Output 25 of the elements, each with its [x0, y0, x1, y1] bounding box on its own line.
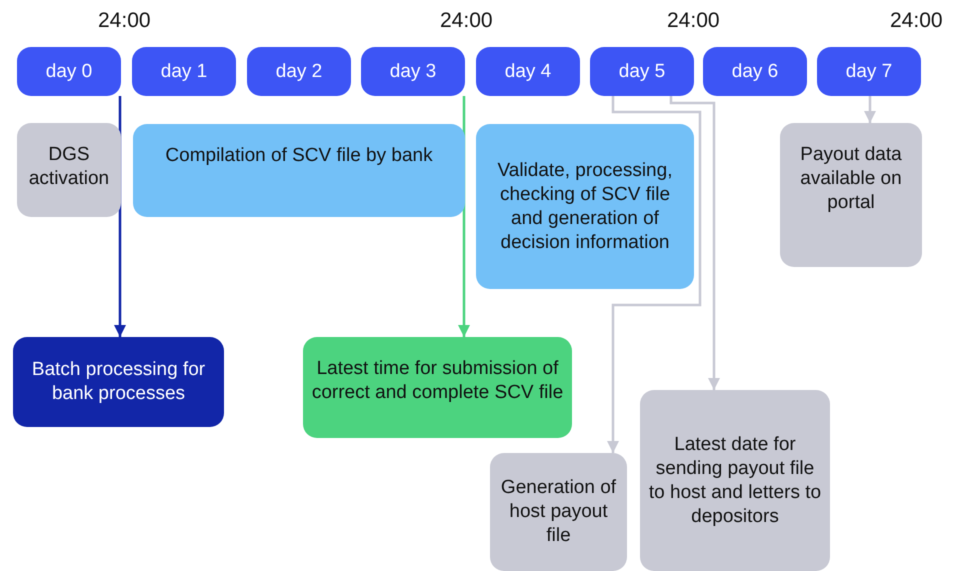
- process-box: Generation of host payout file: [490, 453, 627, 571]
- time-label: 24:00: [890, 9, 943, 33]
- time-label: 24:00: [98, 9, 151, 33]
- process-box: Latest date for sending payout file to host and letters to depositors: [640, 390, 830, 571]
- day-box: day 4: [476, 47, 580, 96]
- arrow: [458, 96, 470, 337]
- time-label: 24:00: [667, 9, 720, 33]
- day-box: day 0: [17, 47, 121, 96]
- day-box: day 6: [703, 47, 807, 96]
- arrow: [670, 96, 720, 390]
- day-box: day 3: [361, 47, 465, 96]
- day-box: day 1: [132, 47, 236, 96]
- process-box: Latest time for submission of correct and complete SCV file: [303, 337, 572, 438]
- day-box: day 7: [817, 47, 921, 96]
- day-box: day 5: [590, 47, 694, 96]
- time-label: 24:00: [440, 9, 493, 33]
- process-box: Payout data available on portal: [780, 123, 922, 267]
- process-box: DGS activation: [17, 123, 121, 217]
- process-box: Compilation of SCV file by bank: [133, 124, 465, 217]
- arrow: [864, 96, 876, 123]
- arrow: [607, 96, 702, 453]
- arrow: [114, 96, 126, 337]
- process-box: Batch processing for bank processes: [13, 337, 224, 427]
- process-box: Validate, processing, checking of SCV file and generation of decision information: [476, 124, 694, 289]
- day-box: day 2: [247, 47, 351, 96]
